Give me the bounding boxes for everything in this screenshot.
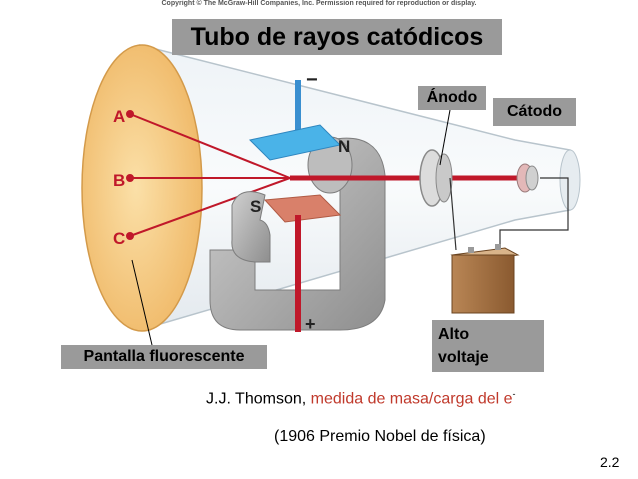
label-point-a: A — [113, 107, 125, 126]
point-b-dot — [126, 174, 134, 182]
caption-subject: medida de masa/carga del e — [310, 390, 513, 408]
high-voltage-line2: voltaje — [438, 349, 489, 366]
terminal-right — [495, 244, 501, 250]
point-a-dot — [126, 110, 134, 118]
beam-to-c — [129, 177, 291, 237]
caption-superscript: - — [512, 389, 516, 399]
upper-deflection-plate — [248, 124, 342, 161]
label-point-c: C — [113, 229, 125, 248]
cathode-face — [525, 165, 539, 191]
copyright-notice: Copyright © The McGraw-Hill Companies, I… — [161, 0, 477, 7]
tube-end-cap — [559, 149, 581, 211]
high-voltage-box — [451, 254, 515, 314]
label-minus: − — [306, 69, 318, 91]
label-point-b: B — [113, 171, 125, 190]
anode-disc-back — [435, 153, 453, 203]
magnet-south-arm — [231, 191, 271, 263]
fluorescent-screen — [81, 44, 203, 332]
anode-label: Ánodo — [418, 86, 486, 110]
lower-deflection-plate — [263, 194, 342, 223]
label-plus: + — [305, 314, 316, 334]
wire-anode — [449, 177, 457, 251]
caption-thomson: J.J. Thomson, medida de masa/carga del e… — [206, 389, 516, 408]
slide-number: 2.2 — [600, 454, 620, 470]
point-c-dot — [126, 232, 134, 240]
high-voltage-label: Alto voltaje — [432, 320, 544, 372]
diagram-title: Tubo de rayos catódicos — [172, 19, 502, 55]
screen-label: Pantalla fluorescente — [61, 345, 267, 369]
label-south: S — [250, 197, 261, 216]
beam-to-a — [129, 113, 291, 179]
label-north: N — [338, 137, 350, 156]
cathode-label: Cátodo — [493, 98, 576, 126]
terminal-left — [468, 247, 474, 253]
caption-nobel: (1906 Premio Nobel de física) — [274, 428, 486, 445]
leader-pantalla — [131, 259, 153, 346]
high-voltage-line1: Alto — [438, 326, 470, 343]
caption-author: J.J. Thomson, — [206, 390, 311, 408]
leader-anodo — [439, 109, 451, 166]
wire-cathode — [499, 177, 569, 250]
